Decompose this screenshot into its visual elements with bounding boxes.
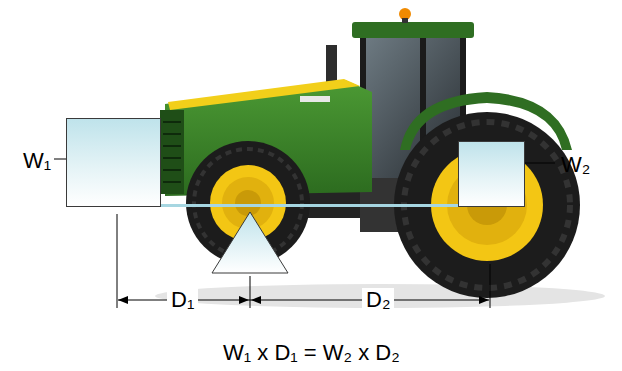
- lever-beam: [161, 204, 458, 207]
- cab-roof: [352, 22, 474, 38]
- beacon-base: [402, 18, 408, 23]
- hood-stripe: [168, 79, 360, 110]
- equation-text: W₁ x D₁ = W₂ x D₂: [223, 342, 400, 364]
- dimension-arrowhead: [251, 296, 261, 304]
- dimension-tick: [117, 214, 118, 308]
- weight-label: W₁: [23, 150, 51, 172]
- fulcrum-triangle: [212, 212, 288, 273]
- dimension-arrowhead: [118, 296, 128, 304]
- dimension-tick: [490, 264, 491, 308]
- dimension-label: D₁: [167, 288, 198, 312]
- model-badge: [300, 96, 330, 102]
- dimension-tick: [250, 276, 251, 308]
- dimension-arrowhead: [479, 296, 489, 304]
- weight-box: W₂: [458, 141, 525, 207]
- weight-box: W₁: [66, 118, 161, 207]
- weight-label: W₂: [561, 154, 590, 176]
- dimension-label: D₂: [362, 288, 394, 312]
- dimension-arrowhead: [239, 296, 249, 304]
- front-grille: [160, 110, 184, 194]
